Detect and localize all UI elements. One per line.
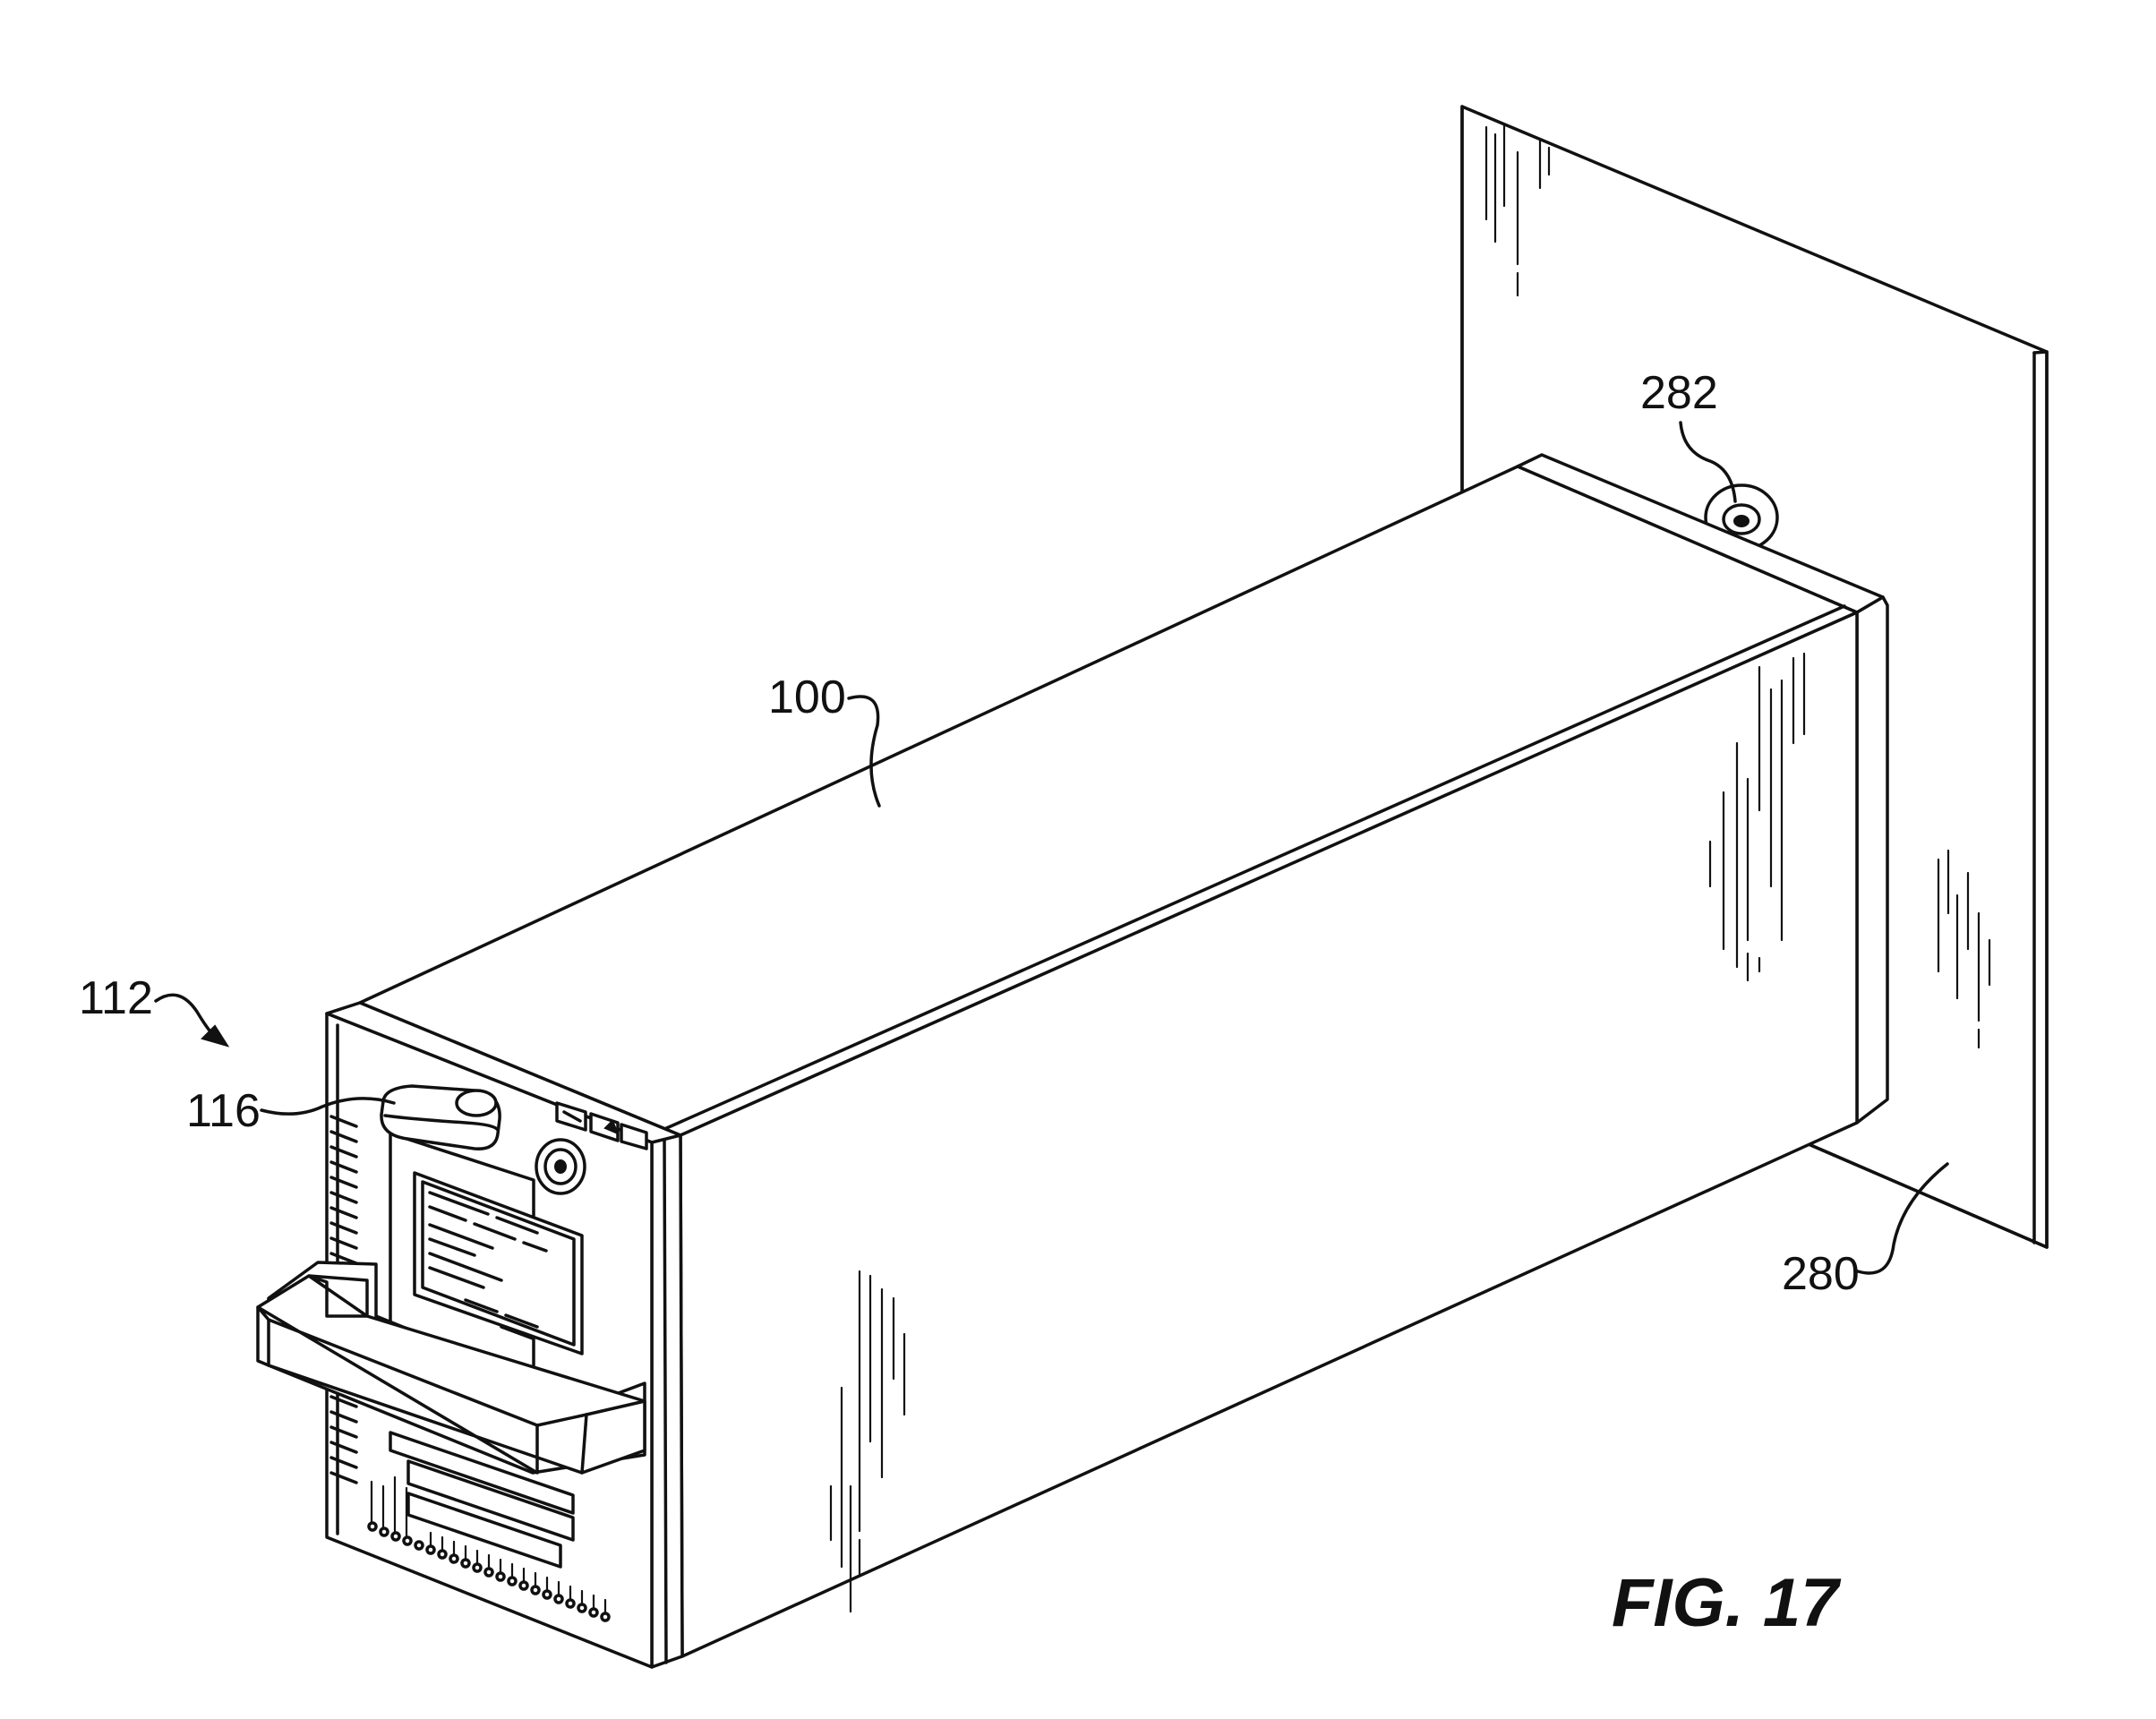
card-slots xyxy=(389,1431,575,1569)
reference-labels: 100 112 116 280 282 FIG. 17 xyxy=(79,367,1860,1641)
vent-slots-lower xyxy=(329,1395,358,1484)
front-panel xyxy=(256,1084,648,1622)
label-282: 282 xyxy=(1640,367,1718,419)
leader-112 xyxy=(154,993,217,1039)
label-112: 112 xyxy=(79,972,153,1024)
leader-282 xyxy=(1679,421,1737,503)
arrowhead-112 xyxy=(201,1024,230,1048)
leader-280 xyxy=(1856,1162,1949,1275)
leader-116 xyxy=(260,1097,396,1116)
device-housing-100 xyxy=(325,453,1889,1669)
round-button xyxy=(535,1138,586,1195)
label-100: 100 xyxy=(768,671,846,723)
display-text-lines xyxy=(428,1191,548,1340)
front-handle xyxy=(256,1261,646,1475)
latch-116 xyxy=(380,1084,501,1150)
label-116: 116 xyxy=(186,1085,261,1137)
vent-slots-upper xyxy=(329,1115,358,1265)
leader-100 xyxy=(847,695,881,808)
figure-caption: FIG. 17 xyxy=(1612,1565,1842,1641)
label-280: 280 xyxy=(1782,1248,1860,1300)
leader-lines xyxy=(154,421,1949,1275)
connector-pins xyxy=(367,1475,611,1622)
indicator-windows xyxy=(555,1101,648,1150)
